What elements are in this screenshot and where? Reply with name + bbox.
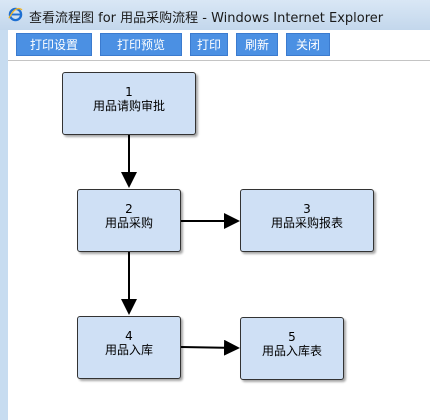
node-number: 5: [288, 330, 296, 344]
node-number: 2: [125, 202, 133, 216]
node-label: 用品请购审批: [92, 99, 165, 113]
flow-node-1[interactable]: 1 用品请购审批: [62, 72, 196, 135]
node-number: 4: [125, 329, 133, 343]
print-preview-button[interactable]: 打印预览: [100, 33, 182, 56]
flow-node-5[interactable]: 5 用品入库表: [240, 317, 344, 380]
node-number: 1: [125, 85, 133, 99]
title-bar: 查看流程图 for 用品采购流程 - Windows Internet Expl…: [0, 0, 430, 30]
toolbar: 打印设置 打印预览 打印 刷新 关闭: [8, 30, 430, 60]
print-button[interactable]: 打印: [190, 33, 228, 56]
close-button[interactable]: 关闭: [286, 33, 330, 56]
flow-node-2[interactable]: 2 用品采购: [77, 189, 181, 252]
flow-node-3[interactable]: 3 用品采购报表: [240, 189, 374, 252]
node-label: 用品采购报表: [270, 216, 343, 230]
node-number: 3: [303, 202, 311, 216]
window-title: 查看流程图 for 用品采购流程 - Windows Internet Expl…: [29, 11, 384, 26]
flow-node-4[interactable]: 4 用品入库: [77, 316, 181, 379]
node-label: 用品采购: [104, 216, 153, 230]
refresh-button[interactable]: 刷新: [236, 33, 278, 56]
node-label: 用品入库: [104, 343, 153, 357]
node-label: 用品入库表: [261, 344, 322, 358]
print-settings-button[interactable]: 打印设置: [16, 33, 92, 56]
internet-explorer-icon: [8, 7, 23, 22]
